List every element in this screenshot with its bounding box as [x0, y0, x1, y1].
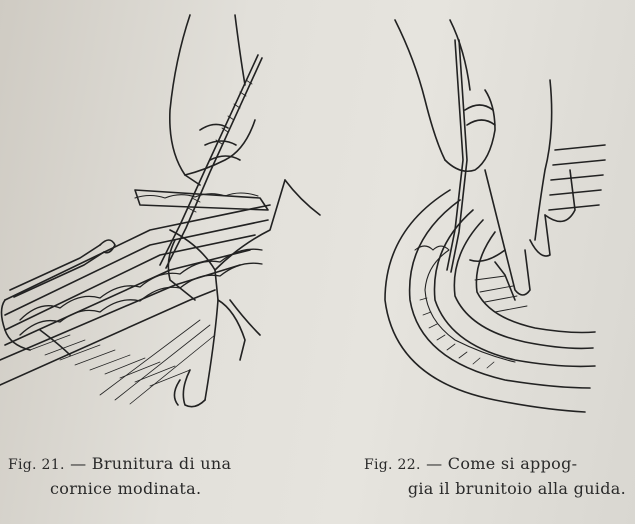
figure-22-caption: Fig. 22. — Come si appog- gia il brunito… — [364, 452, 626, 500]
figure-21-caption-line-1: Fig. 21. — Brunitura di una — [8, 452, 308, 477]
figure-21-caption-line-2: cornice modinata. — [50, 479, 202, 498]
figure-21-label: Fig. 21. — [8, 457, 65, 473]
figure-22-caption-line-2: gia il brunitoio alla guida. — [407, 479, 626, 498]
figure-22-caption-text-1: — Come si appog- — [426, 454, 578, 473]
figure-22-label: Fig. 22. — [364, 457, 421, 473]
figure-21-caption: Fig. 21. — Brunitura di una cornice modi… — [8, 452, 308, 500]
figure-22-caption-line-1: Fig. 22. — Come si appog- — [364, 452, 626, 477]
figure-22-illustration — [384, 19, 606, 413]
figure-21-illustration — [0, 14, 321, 408]
figure-21-caption-text-1: — Brunitura di una — [70, 454, 232, 473]
